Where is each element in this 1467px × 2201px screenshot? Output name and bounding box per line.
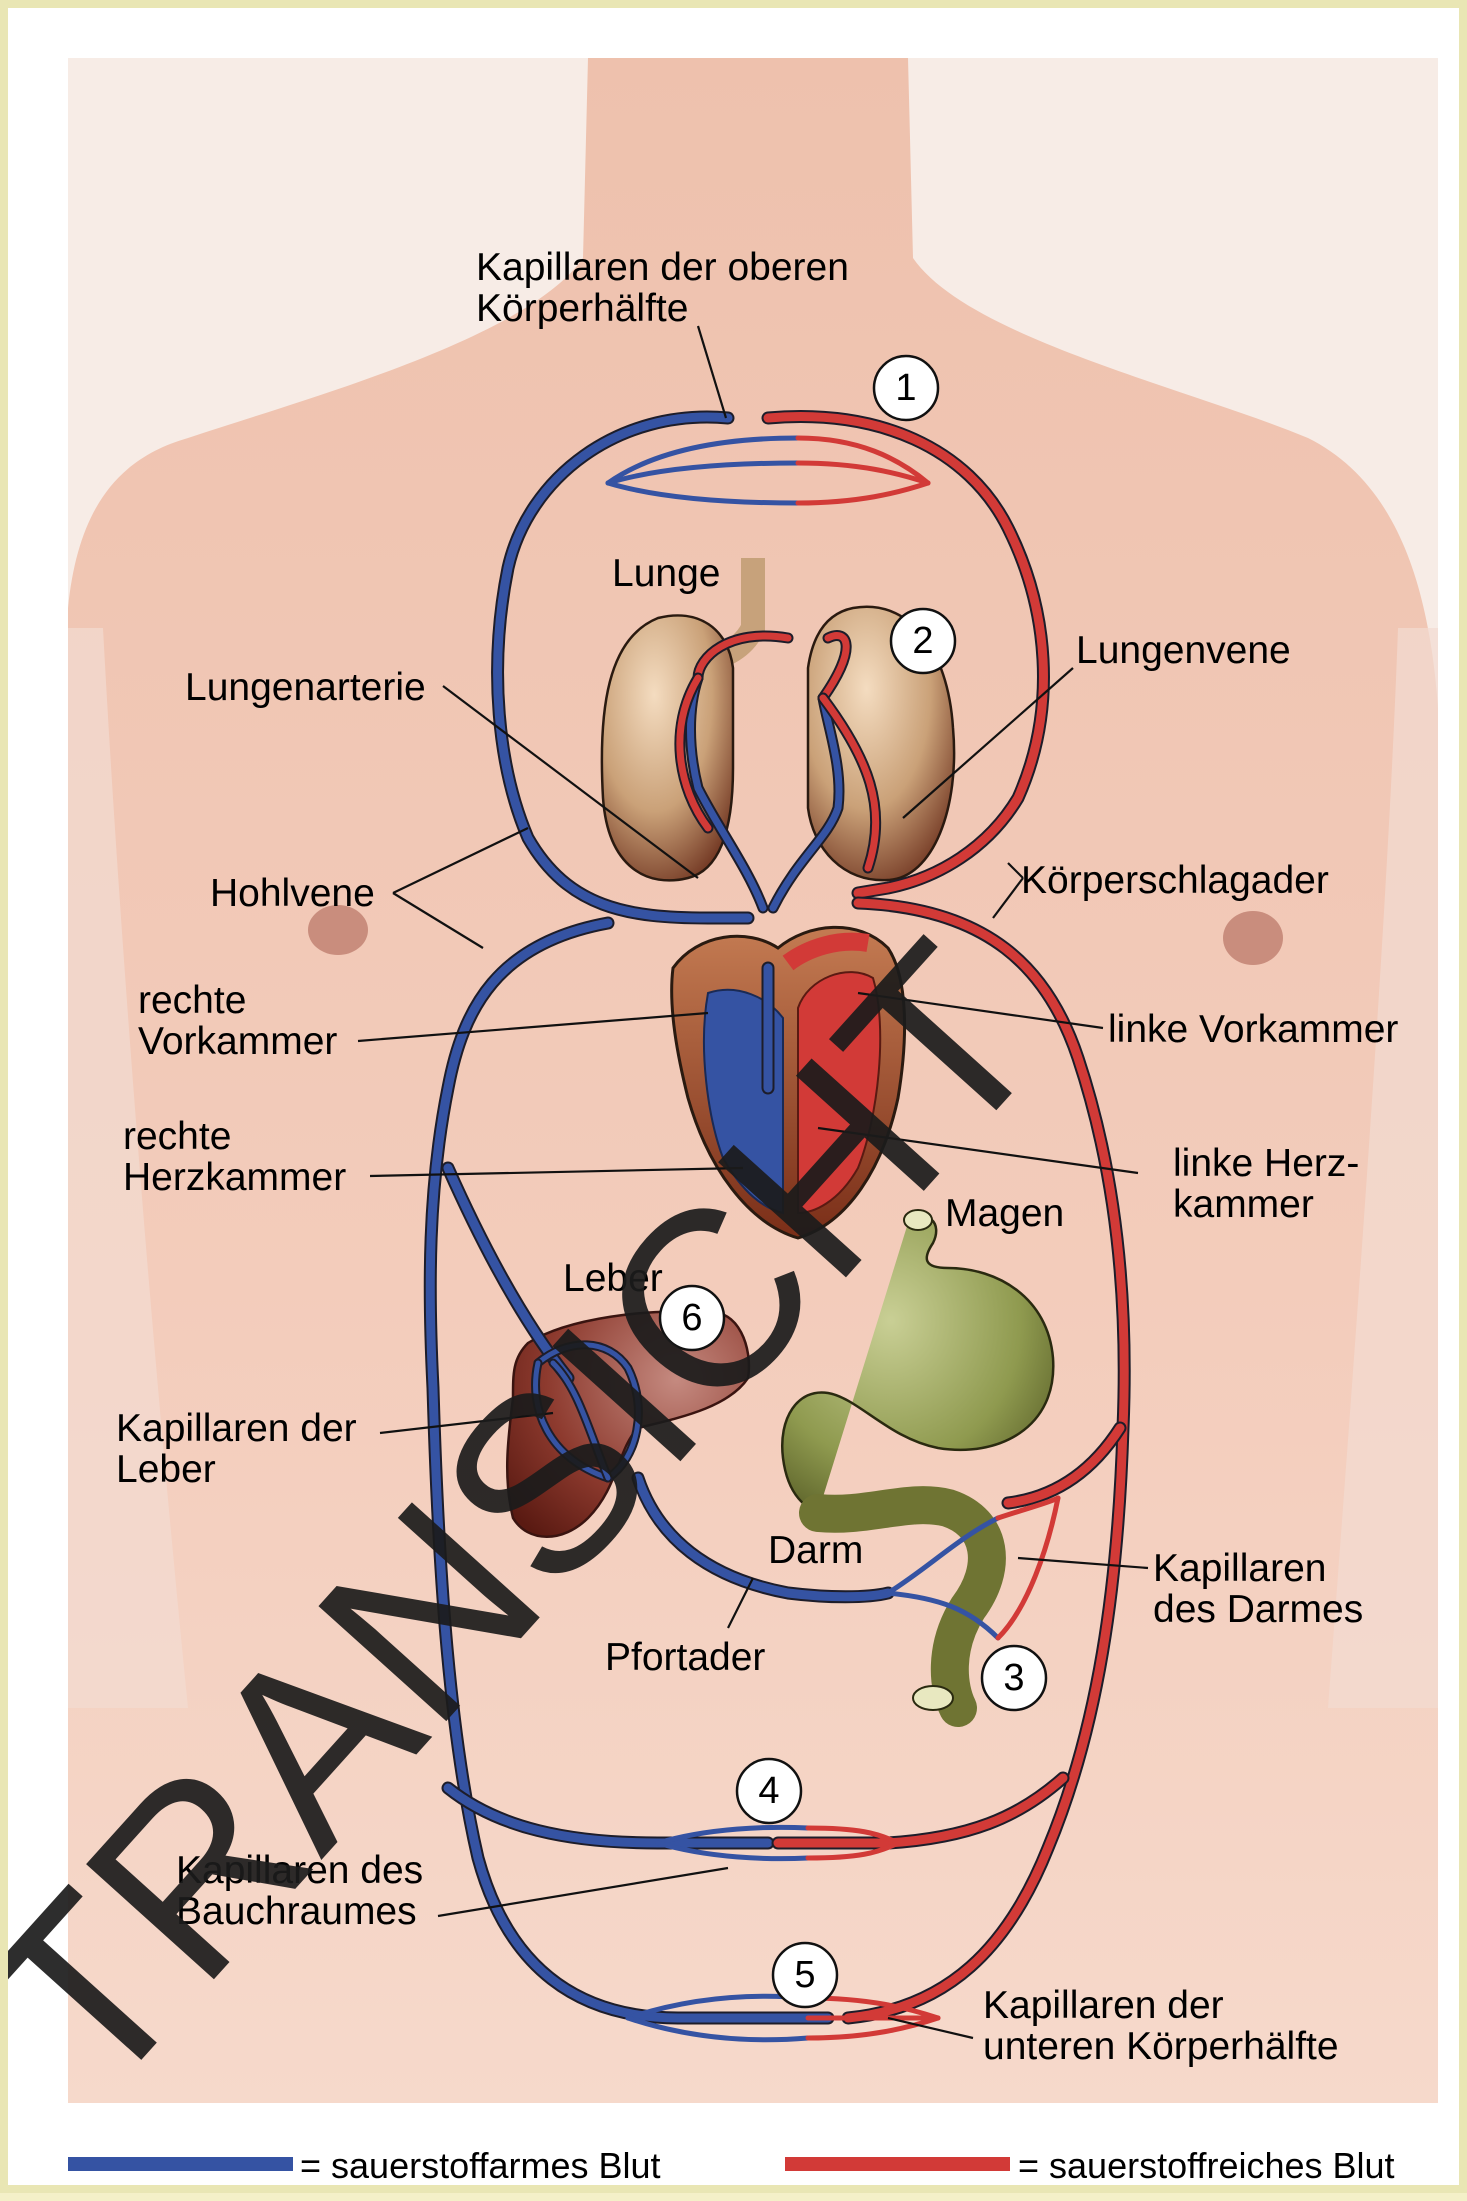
- label-pfortader: Pfortader: [605, 1636, 765, 1679]
- label-lunge: Lunge: [612, 552, 720, 595]
- label-gut-capillaries-2: des Darmes: [1153, 1588, 1363, 1631]
- label-lower-capillaries-1: Kapillaren der: [983, 1984, 1224, 2027]
- svg-text:5: 5: [794, 1954, 815, 1996]
- label-rechte-vorkammer-2: Vorkammer: [138, 1020, 337, 1063]
- label-lungenarterie: Lungenarterie: [185, 666, 426, 709]
- label-linke-herzkammer-2: kammer: [1173, 1183, 1314, 1226]
- label-darm: Darm: [768, 1529, 863, 1572]
- circulatory-system-diagram: Kapillaren der oberen Körperhälfte Lunge…: [8, 8, 1467, 2201]
- marker-2: 2: [891, 609, 955, 673]
- legend-blue-swatch: [68, 2157, 293, 2171]
- label-lungenvene: Lungenvene: [1076, 629, 1291, 672]
- legend-red-swatch: [785, 2157, 1010, 2171]
- label-hohlvene: Hohlvene: [210, 872, 375, 915]
- label-upper-capillaries-1: Kapillaren der oberen: [476, 246, 849, 289]
- marker-1: 1: [874, 356, 938, 420]
- label-liver-capillaries-1: Kapillaren der: [116, 1407, 357, 1450]
- right-nipple: [1223, 911, 1283, 965]
- label-liver-capillaries-2: Leber: [116, 1448, 216, 1491]
- label-lower-capillaries-2: unteren Körperhälfte: [983, 2025, 1339, 2068]
- label-koerperschlagader: Körperschlagader: [1021, 859, 1329, 902]
- label-gut-capillaries-1: Kapillaren: [1153, 1547, 1326, 1590]
- svg-text:4: 4: [758, 1770, 779, 1812]
- svg-text:3: 3: [1003, 1657, 1024, 1699]
- label-linke-herzkammer-1: linke Herz-: [1173, 1142, 1359, 1185]
- marker-5: 5: [773, 1943, 837, 2007]
- svg-text:2: 2: [912, 620, 933, 662]
- legend: = sauerstoffarmes Blut = sauerstoffreich…: [68, 2145, 1395, 2186]
- svg-text:1: 1: [895, 367, 916, 409]
- label-upper-capillaries-2: Körperhälfte: [476, 287, 688, 330]
- legend-red-label: = sauerstoffreiches Blut: [1018, 2145, 1395, 2186]
- label-rechte-herzkammer-2: Herzkammer: [123, 1156, 346, 1199]
- label-linke-vorkammer: linke Vorkammer: [1108, 1008, 1398, 1051]
- marker-3: 3: [982, 1646, 1046, 1710]
- marker-4: 4: [737, 1759, 801, 1823]
- legend-blue-label: = sauerstoffarmes Blut: [300, 2145, 661, 2186]
- label-rechte-vorkammer-1: rechte: [138, 979, 246, 1022]
- label-rechte-herzkammer-1: rechte: [123, 1115, 231, 1158]
